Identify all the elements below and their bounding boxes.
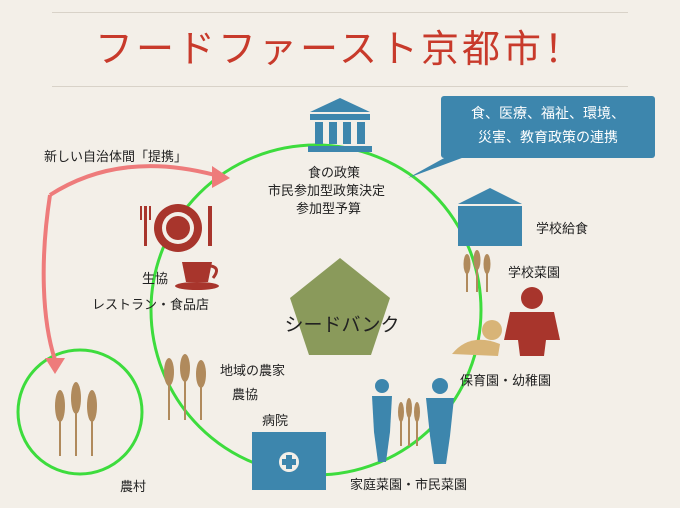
- plate-cutlery-icon: [140, 204, 212, 252]
- seed-bank-label: シードバンク: [284, 314, 400, 336]
- coop-label: 生協: [142, 272, 169, 287]
- arrowhead-down-icon: [45, 358, 65, 374]
- title-divider: [52, 86, 628, 87]
- policy-label-2: 市民参加型政策決定: [268, 184, 386, 199]
- partnership-arrow-top: [48, 164, 216, 197]
- partnership-label: 新しい自治体間「提携」: [44, 150, 188, 165]
- school-garden-label: 学校菜園: [508, 266, 561, 281]
- policy-callout: 食、医療、福祉、環境、 災害、教育政策の連携: [441, 96, 655, 158]
- callout-line-1: 食、医療、福祉、環境、: [471, 106, 625, 122]
- policy-label-1: 食の政策: [308, 166, 361, 181]
- callout-tail: [408, 152, 478, 178]
- agri-coop-label: 農協: [232, 388, 259, 403]
- school-lunch-label: 学校給食: [536, 222, 589, 237]
- callout-line-2: 災害、教育政策の連携: [478, 130, 618, 146]
- home-garden-wheat-icon: [398, 398, 420, 446]
- child-icon: [504, 287, 560, 356]
- village-wheat-icon: [55, 382, 97, 456]
- top-divider: [52, 12, 628, 13]
- local-farmers-label: 地域の農家: [220, 364, 286, 379]
- school-garden-wheat-icon: [463, 250, 491, 292]
- village-label: 農村: [120, 480, 147, 495]
- teacup-icon: [175, 262, 219, 290]
- school-building-icon: [458, 188, 522, 246]
- seed-bank-pentagon: [290, 258, 390, 355]
- page-title: フードファースト京都市！: [94, 27, 586, 71]
- partnership-arrow-left: [41, 194, 57, 361]
- policy-label-3: 参加型予算: [296, 202, 362, 217]
- village-ring: [16, 348, 144, 476]
- people-icon: [372, 378, 454, 464]
- government-building-icon: [308, 98, 372, 152]
- wheat-icon: [164, 354, 206, 420]
- baby-icon: [452, 320, 502, 356]
- arrowhead-right-icon: [212, 166, 230, 188]
- hospital-label: 病院: [262, 414, 289, 429]
- home-garden-label: 家庭菜園・市民菜園: [350, 478, 468, 493]
- restaurant-label: レストラン・食品店: [92, 298, 210, 313]
- hospital-building-icon: [252, 432, 326, 490]
- nursery-label: 保育園・幼稚園: [460, 374, 552, 389]
